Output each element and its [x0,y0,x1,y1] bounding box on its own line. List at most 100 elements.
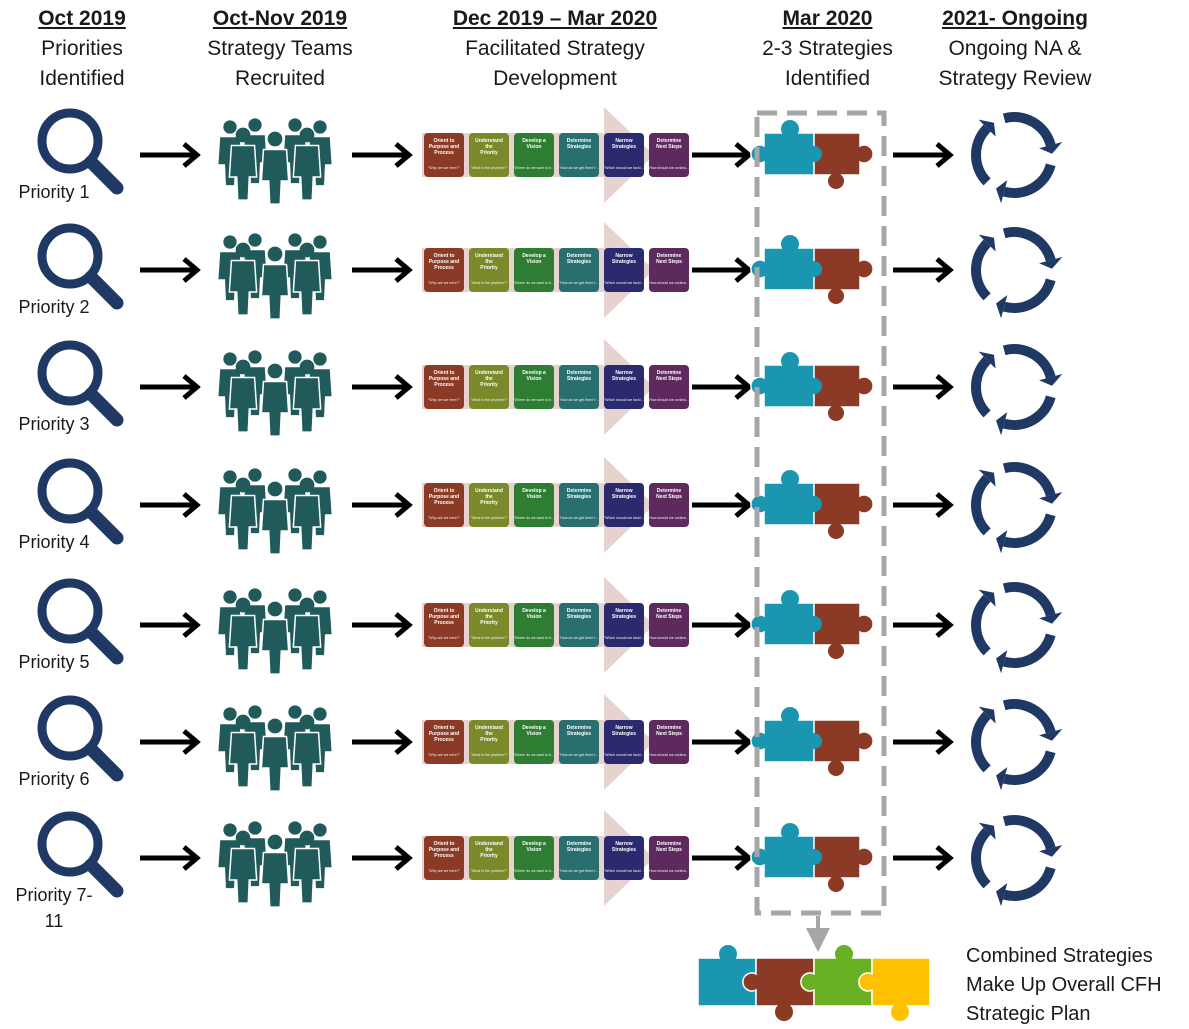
arrow-right-icon [352,492,413,518]
process-step-title: Vision [527,494,542,500]
strategies-dashed-box [754,110,887,916]
priority-label-line: Priority 1 [18,182,90,202]
priority-label-line: Priority 2 [18,297,90,317]
puzzle-icon [858,957,931,1021]
arrow-right-icon [140,492,201,518]
process-step-title: Develop a [522,488,546,494]
phase-date: Oct-Nov 2019 [212,7,348,30]
process-step-question: "What is the problem?" [471,753,508,757]
puzzle-icon [750,470,874,539]
process-step-question: "How do we get there f… [559,516,599,520]
process-step-box [649,365,689,409]
process-step-box [469,133,509,177]
header-phase-4: Mar 2020 2-3 Strategies Identified [740,4,915,94]
process-step-title: Purpose and [429,494,459,500]
arrow-right-icon [893,374,954,400]
process-step-box [514,483,554,527]
process-step-title: Develop a [522,138,546,144]
process-step-question: "Where do we want to b… [513,753,555,757]
cycle-icon [971,112,1063,204]
process-step-title: Process [434,500,454,506]
process-step-question: "What is the problem?" [471,516,508,520]
process-step-title: Orient to [434,138,455,144]
arrow-right-icon [140,257,201,283]
arrow-right-icon [692,492,753,518]
puzzle-icon [750,235,874,304]
process-step-title: Strategies [567,731,591,737]
process-step-title: Strategies [567,494,591,500]
process-step-title: Vision [527,144,542,150]
process-step-box [604,836,644,880]
process-step-question: "How should we continu… [648,398,690,402]
process-step-title: Process [434,150,454,156]
process-step-question: "Where do we want to b… [513,636,555,640]
process-step-title: Strategies [567,376,591,382]
process-step-title: Process [434,265,454,271]
process-step-title: the [485,847,493,853]
process-step-box [649,603,689,647]
process-step-box [514,248,554,292]
arrow-right-icon [893,257,954,283]
process-step-box [424,133,464,177]
process-step-title: Strategies [612,376,636,382]
process-step-box [649,836,689,880]
process-step-box [424,836,464,880]
puzzle-icon [742,957,828,1021]
process-step-title: the [485,259,493,265]
arrow-right-icon [893,612,954,638]
arrow-right-icon [140,845,201,871]
process-step-title: Narrow [615,370,632,376]
phase-line: Ongoing NA & [948,37,1082,60]
arrow-right-icon [140,142,201,168]
process-step-title: the [485,731,493,737]
process-step-title: Strategies [567,847,591,853]
arrow-right-icon [893,845,954,871]
priority-label: Priority 6 [4,766,104,792]
process-step-box [559,483,599,527]
process-step-title: Priority [480,620,498,626]
process-step-title: Strategies [567,614,591,620]
priority-label-line: Priority 5 [18,652,90,672]
process-step-title: Orient to [434,725,455,731]
process-step-title: the [485,494,493,500]
priority-label-line: Priority 3 [18,414,90,434]
cycle-icon [971,582,1063,674]
process-step-title: the [485,376,493,382]
puzzle-icon [750,823,874,892]
process-step-title: Develop a [522,608,546,614]
process-step-title: Process [434,620,454,626]
phase-line: Strategy Teams [207,37,353,60]
process-step-title: Strategies [612,144,636,150]
process-step-box [514,603,554,647]
phase-date: Dec 2019 – Mar 2020 [452,7,658,30]
magnifier-icon [37,695,124,782]
process-step-question: "Why are we here?" [428,166,460,170]
process-step-title: Determine [567,841,592,847]
magnifier-icon [37,340,124,427]
process-step-title: Determine [567,725,592,731]
process-step-box [424,720,464,764]
process-step-title: Understand [475,370,503,376]
process-step-title: Orient to [434,488,455,494]
process-step-title: Process [434,853,454,859]
process-step-title: Determine [657,253,682,259]
arrow-right-icon [893,729,954,755]
process-step-box [649,248,689,292]
arrow-right-icon [140,374,201,400]
process-step-title: Purpose and [429,144,459,150]
process-step-title: Purpose and [429,614,459,620]
process-step-question: "How should we continu… [648,869,690,873]
priority-label-line: Priority 6 [18,769,90,789]
process-step-title: Next Steps [656,259,682,265]
process-step-title: Understand [475,608,503,614]
arrow-right-icon [352,257,413,283]
cycle-icon [971,227,1063,319]
process-step-box [424,248,464,292]
